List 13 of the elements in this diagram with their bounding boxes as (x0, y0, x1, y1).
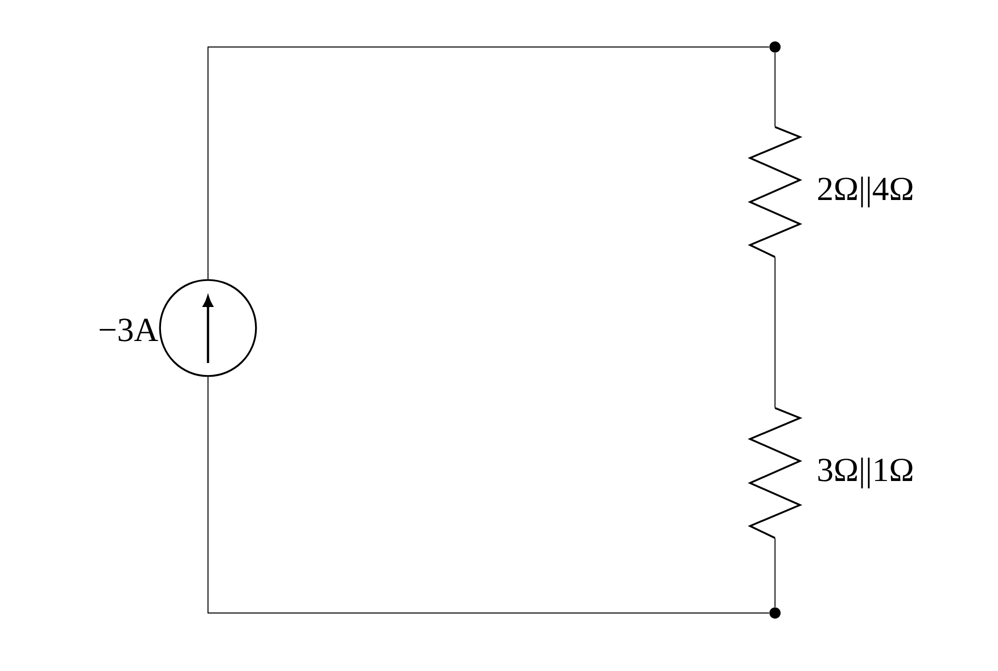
wire (774, 256, 776, 408)
component-value: −3A (100, 318, 158, 342)
component-value: 2Ω||4Ω (818, 176, 912, 208)
current-source-symbol (159, 279, 257, 377)
wire (208, 46, 770, 280)
resistor-symbol (748, 407, 802, 539)
wire (774, 52, 776, 128)
junction-dot (769, 607, 781, 619)
junction-dot (769, 41, 781, 53)
component-value: 3Ω||1Ω (818, 458, 912, 488)
wire (208, 376, 770, 614)
resistor-symbol (748, 126, 802, 258)
wire (774, 538, 776, 608)
